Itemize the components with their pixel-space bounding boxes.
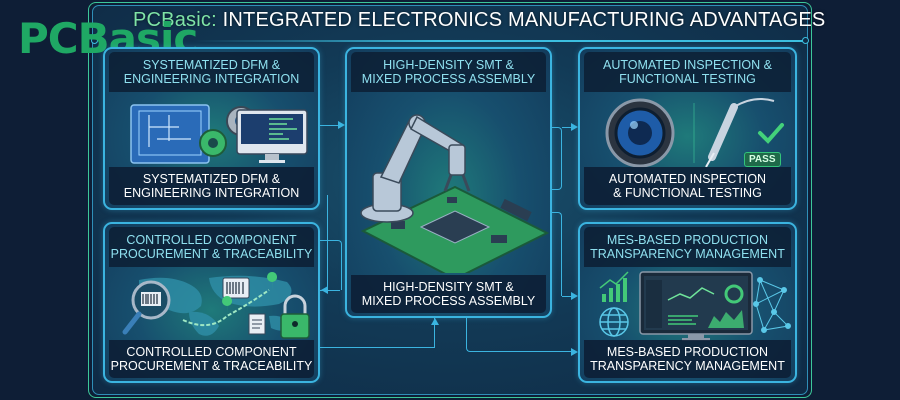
panel-procurement-traceability: CONTROLLED COMPONENT PROCUREMENT & TRACE…: [103, 222, 320, 383]
header-line-2: ENGINEERING INTEGRATION: [123, 72, 300, 86]
network-nodes-icon: [753, 277, 791, 333]
title-divider: [193, 40, 807, 42]
monitor-code-icon: [236, 109, 308, 163]
test-probe-icon: [705, 98, 775, 168]
mes-illustration: [599, 271, 791, 341]
footer-line-2: PROCUREMENT & TRACEABILITY: [110, 359, 313, 373]
smt-illustration: [360, 114, 550, 273]
panel-dfm-engineering: SYSTEMATIZED DFM & ENGINEERING INTEGRATI…: [103, 47, 320, 210]
header-line-1: CONTROLLED COMPONENT: [126, 233, 297, 247]
panel-mes-transparency: MES-BASED PRODUCTION TRANSPARENCY MANAGE…: [578, 222, 797, 383]
arrow-right-icon: [571, 292, 578, 300]
magnifier-barcode-icon: [122, 280, 171, 335]
checkmark-icon: [758, 123, 784, 144]
inspection-illustration: [605, 98, 784, 168]
footer-line-2: & FUNCTIONAL TESTING: [613, 186, 762, 200]
header-line-1: SYSTEMATIZED DFM &: [142, 58, 281, 72]
panel-smt-assembly: HIGH-DENSITY SMT & MIXED PROCESS ASSEMBL…: [345, 47, 552, 318]
panel-footer: CONTROLLED COMPONENT PROCUREMENT & TRACE…: [109, 340, 314, 378]
panel-footer: AUTOMATED INSPECTION & FUNCTIONAL TESTIN…: [584, 167, 791, 205]
divider-node-right: [802, 37, 809, 44]
pcb-board-icon: [360, 185, 550, 273]
panel-footer: SYSTEMATIZED DFM & ENGINEERING INTEGRATI…: [109, 167, 314, 205]
blueprint-icon: [130, 104, 210, 164]
barcode-tag-icon: [222, 277, 250, 299]
panel-header: AUTOMATED INSPECTION & FUNCTIONAL TESTIN…: [584, 52, 791, 92]
title-brand: PCBasic:: [133, 9, 217, 31]
robot-arm-icon: [360, 114, 471, 223]
panel-header: MES-BASED PRODUCTION TRANSPARENCY MANAGE…: [584, 227, 791, 267]
pass-badge: PASS: [744, 152, 781, 167]
panel-header: HIGH-DENSITY SMT & MIXED PROCESS ASSEMBL…: [351, 52, 546, 92]
dashboard-monitor-icon: [639, 271, 753, 341]
connector-inspection-arrow-line: [562, 127, 574, 128]
divider-node-left: [91, 37, 98, 44]
panel-header: SYSTEMATIZED DFM & ENGINEERING INTEGRATI…: [109, 52, 314, 92]
footer-line-2: TRANSPARENCY MANAGEMENT: [590, 359, 785, 373]
connector-smt-to-procurement: [320, 240, 342, 290]
page-title: PCBasic: INTEGRATED ELECTRONICS MANUFACT…: [133, 9, 825, 32]
connector-left-vertical: [327, 195, 329, 290]
connector-smt-to-inspection: [552, 127, 562, 190]
header-line-2: FUNCTIONAL TESTING: [619, 72, 756, 86]
title-text: INTEGRATED ELECTRONICS MANUFACTURING ADV…: [222, 9, 826, 31]
connector-up-to-smt: [434, 318, 436, 348]
connector-mes-arrow-line: [562, 296, 574, 297]
arrow-up-icon: [431, 318, 439, 325]
footer-line-1: AUTOMATED INSPECTION: [608, 172, 767, 186]
document-icon: [248, 313, 266, 335]
padlock-icon: [280, 294, 310, 339]
connector-procurement-link: [320, 290, 340, 291]
location-pin-icon: [222, 272, 278, 316]
header-line-2: MIXED PROCESS ASSEMBLY: [361, 72, 536, 86]
growth-chart-icon: [599, 271, 629, 302]
camera-lens-icon: [605, 98, 675, 168]
arrow-right-icon: [571, 123, 578, 131]
connector-smt-to-mes: [552, 212, 562, 296]
footer-line-1: SYSTEMATIZED DFM &: [142, 172, 281, 186]
panel-footer: MES-BASED PRODUCTION TRANSPARENCY MANAGE…: [584, 340, 791, 378]
dfm-illustration: [130, 104, 308, 164]
panel-inspection-testing: AUTOMATED INSPECTION & FUNCTIONAL TESTIN…: [578, 47, 797, 210]
footer-line-1: CONTROLLED COMPONENT: [126, 345, 297, 359]
panel-header: CONTROLLED COMPONENT PROCUREMENT & TRACE…: [109, 227, 314, 267]
footer-line-1: MES-BASED PRODUCTION: [606, 345, 769, 359]
arrow-right-icon: [571, 348, 578, 356]
header-line-1: MES-BASED PRODUCTION: [606, 233, 769, 247]
connector-dfm-to-smt: [320, 125, 340, 126]
header-line-2: TRANSPARENCY MANAGEMENT: [590, 247, 785, 261]
procurement-illustration: [122, 272, 310, 339]
connector-smt-to-mes-bottom: [466, 318, 574, 352]
outer-frame: [88, 2, 812, 398]
footer-line-2: MIXED PROCESS ASSEMBLY: [361, 294, 536, 308]
route-path: [182, 289, 270, 327]
footer-line-1: HIGH-DENSITY SMT &: [383, 280, 514, 294]
globe-icon: [599, 307, 629, 337]
header-line-2: PROCUREMENT & TRACEABILITY: [110, 247, 313, 261]
arrow-right-icon: [338, 121, 345, 129]
panel-footer: HIGH-DENSITY SMT & MIXED PROCESS ASSEMBL…: [351, 275, 546, 313]
footer-line-2: ENGINEERING INTEGRATION: [123, 186, 300, 200]
header-line-1: AUTOMATED INSPECTION &: [602, 58, 772, 72]
header-line-1: HIGH-DENSITY SMT &: [383, 58, 514, 72]
connector-procurement-to-smt: [320, 347, 435, 348]
